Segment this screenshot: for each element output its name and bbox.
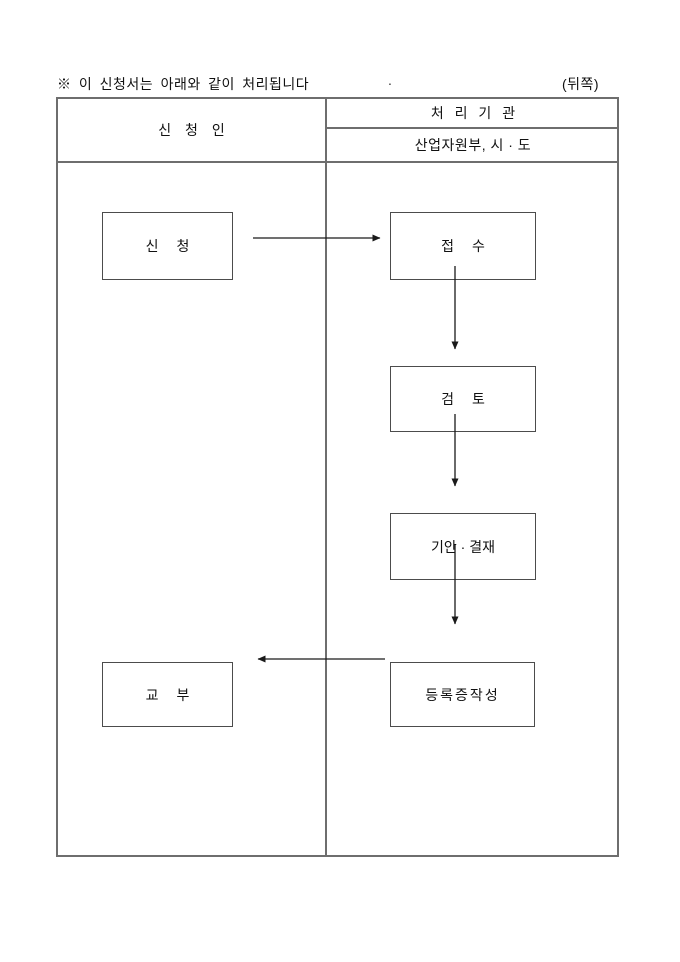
process-table-frame bbox=[56, 97, 619, 857]
applicant-column-header: 신 청 인 bbox=[158, 121, 225, 138]
table-column-divider bbox=[325, 97, 327, 857]
processing-note: ※ 이 신청서는 아래와 같이 처리됩니다 bbox=[57, 76, 310, 92]
agency-column-header: 처 리 기 관 bbox=[430, 105, 516, 121]
flow-box-apply-label: 신 청 bbox=[145, 238, 190, 254]
flow-box-receive-label: 접 수 bbox=[441, 238, 485, 254]
flow-box-review-label: 검 토 bbox=[441, 391, 485, 407]
flow-box-issue-label: 교 부 bbox=[145, 686, 190, 703]
back-side-label: (뒤쪽) bbox=[562, 76, 600, 92]
flow-box-apply: 신 청 bbox=[102, 212, 233, 280]
flow-box-draft-approval: 기안 · 결재 bbox=[390, 513, 536, 580]
header-bottom-divider-line bbox=[56, 161, 619, 163]
flow-box-certificate-creation-label: 등록증작성 bbox=[425, 686, 500, 703]
agency-sub-header: 산업자원부, 시 · 도 bbox=[414, 136, 532, 153]
flow-box-review: 검 토 bbox=[390, 366, 536, 432]
flow-box-receive: 접 수 bbox=[390, 212, 536, 280]
agency-header-divider-line bbox=[326, 127, 619, 129]
flow-box-issue: 교 부 bbox=[102, 662, 233, 727]
flow-box-draft-approval-label: 기안 · 결재 bbox=[431, 538, 495, 555]
note-period: . bbox=[388, 72, 392, 88]
flow-box-certificate-creation: 등록증작성 bbox=[390, 662, 535, 727]
